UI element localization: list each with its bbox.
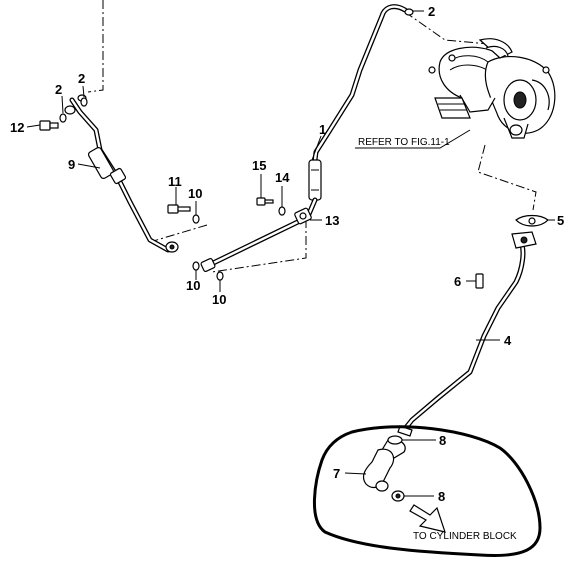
cylinder-block-arrow bbox=[409, 504, 446, 533]
callout-13: 13 bbox=[325, 213, 339, 228]
callout-8-top: 8 bbox=[439, 433, 446, 448]
hose-assembly bbox=[362, 435, 406, 502]
callout-4: 4 bbox=[504, 333, 512, 348]
callout-9: 9 bbox=[68, 157, 75, 172]
callout-10-top: 10 bbox=[188, 186, 202, 201]
turbocharger bbox=[428, 38, 556, 139]
callout-2-left-a: 2 bbox=[55, 82, 62, 97]
callout-1: 1 bbox=[319, 122, 326, 137]
straight-pipe-13 bbox=[200, 207, 312, 273]
highlight-loop bbox=[313, 425, 542, 558]
callout-2-left-b: 2 bbox=[78, 71, 85, 86]
callout-11: 11 bbox=[168, 174, 182, 189]
callout-14: 14 bbox=[275, 170, 290, 185]
callout-10-bottom: 10 bbox=[212, 292, 226, 307]
callout-7: 7 bbox=[333, 466, 340, 481]
hardware bbox=[39, 97, 484, 289]
callout-6: 6 bbox=[454, 274, 461, 289]
to-cylinder-block-note: TO CYLINDER BLOCK bbox=[413, 531, 517, 542]
callout-5: 5 bbox=[557, 213, 564, 228]
callouts: 1 2 2 2 12 9 11 10 10 10 15 14 13 5 6 4 … bbox=[10, 4, 564, 504]
callout-15: 15 bbox=[252, 158, 266, 173]
oil-feed-pipe bbox=[306, 4, 414, 217]
oil-return-pipe bbox=[397, 214, 549, 437]
callout-2-top: 2 bbox=[428, 4, 435, 19]
leader-lines bbox=[26, 10, 555, 497]
callout-8-bottom: 8 bbox=[438, 489, 445, 504]
oil-pipe-9 bbox=[64, 94, 179, 253]
centerlines bbox=[87, 0, 537, 273]
refer-to-figure-note: REFER TO FIG.11-1 bbox=[358, 137, 450, 148]
callout-12: 12 bbox=[10, 120, 24, 135]
callout-10-mid: 10 bbox=[186, 278, 200, 293]
